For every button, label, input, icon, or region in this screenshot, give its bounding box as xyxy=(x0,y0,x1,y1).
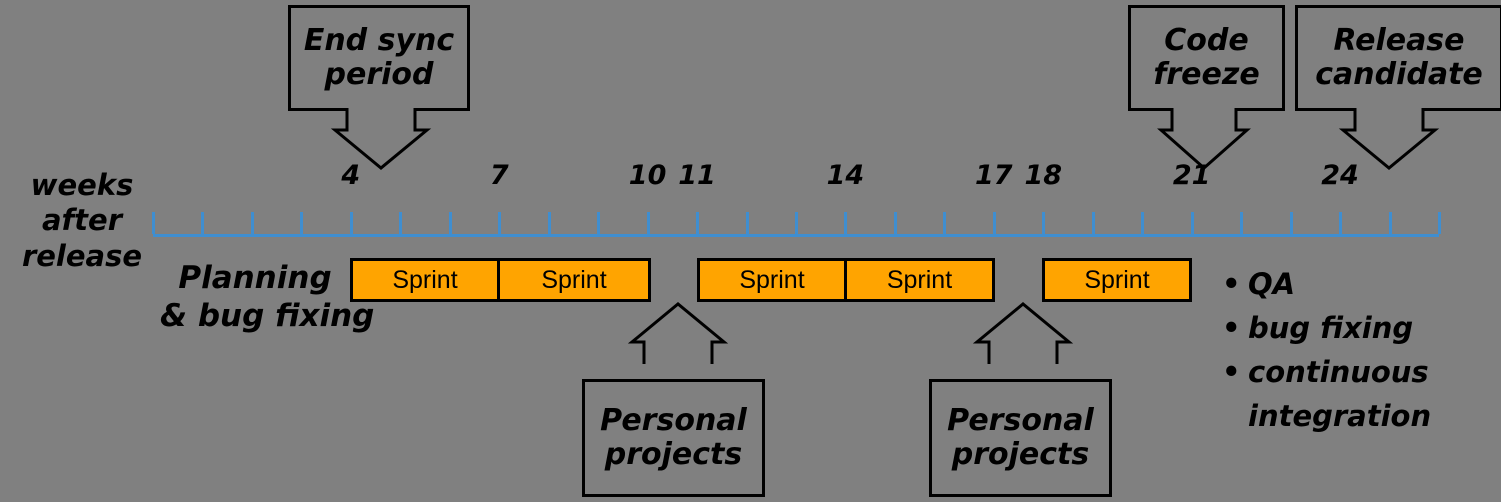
axis-tick xyxy=(201,212,205,234)
axis-week-label: 14 xyxy=(826,160,865,191)
list-item-label: QA xyxy=(1248,267,1296,301)
list-item: • bug fixing xyxy=(1222,306,1492,350)
axis-week-label: 24 xyxy=(1321,160,1359,191)
timeline-axis-line xyxy=(153,234,1439,237)
planning-label: Planning & bug fixing xyxy=(160,260,375,336)
axis-tick xyxy=(794,212,798,234)
down-arrow-release-candidate xyxy=(1338,108,1440,170)
down-arrow-end-sync-period xyxy=(330,108,432,170)
axis-tick xyxy=(349,212,353,234)
sprint-group-1: Sprint Sprint xyxy=(350,258,651,302)
sprint-box[interactable]: Sprint xyxy=(844,258,995,302)
axis-tick xyxy=(696,212,700,234)
callout-line: projects xyxy=(604,437,743,472)
callout-line: Personal xyxy=(600,403,747,439)
callout-line: projects xyxy=(951,437,1090,472)
sprint-box[interactable]: Sprint xyxy=(697,258,847,302)
callout-line: candidate xyxy=(1315,57,1483,92)
axis-tick xyxy=(399,212,403,234)
axis-tick xyxy=(1437,212,1441,234)
callout-personal-projects-2[interactable]: Personal projects xyxy=(929,379,1112,497)
sprint-group-2: Sprint Sprint xyxy=(697,258,995,302)
up-arrow-personal-projects-1 xyxy=(627,302,729,364)
axis-tick xyxy=(547,212,551,234)
list-item-label: continuous integ­ration xyxy=(1248,355,1432,434)
axis-tick xyxy=(745,212,749,234)
axis-side-label-line: release xyxy=(21,238,143,273)
axis-tick xyxy=(597,212,601,234)
axis-side-label: weeks after release xyxy=(18,168,146,274)
axis-tick xyxy=(448,212,452,234)
axis-week-label: 4 xyxy=(341,160,361,191)
sprint-box[interactable]: Sprint xyxy=(1042,258,1192,302)
bullet-icon: • xyxy=(1222,355,1241,390)
axis-tick xyxy=(893,212,897,234)
callout-line: period xyxy=(324,57,434,92)
bullet-icon: • xyxy=(1222,267,1241,301)
up-arrow-personal-projects-2 xyxy=(972,302,1074,364)
axis-tick xyxy=(844,212,848,234)
axis-tick xyxy=(498,212,502,234)
planning-line: Planning xyxy=(178,260,332,296)
callout-line: End sync xyxy=(303,23,455,59)
callout-line: Personal xyxy=(947,403,1094,439)
sprint-box[interactable]: Sprint xyxy=(350,258,500,302)
axis-tick xyxy=(1141,212,1145,234)
axis-tick xyxy=(1339,212,1343,234)
callout-line: freeze xyxy=(1153,57,1260,92)
axis-tick xyxy=(992,212,996,234)
list-item: • QA xyxy=(1222,262,1492,306)
axis-tick xyxy=(646,212,650,234)
sprint-group-3: Sprint xyxy=(1042,258,1192,302)
axis-tick xyxy=(1091,212,1095,234)
callout-personal-projects-1[interactable]: Personal projects xyxy=(582,379,765,497)
down-arrow-code-freeze xyxy=(1157,108,1251,171)
axis-week-label: 18 xyxy=(1024,160,1063,191)
sprint-box[interactable]: Sprint xyxy=(497,258,651,302)
axis-tick xyxy=(943,212,947,234)
callout-line: Release xyxy=(1333,23,1465,59)
axis-tick xyxy=(1388,212,1392,234)
axis-tick xyxy=(152,212,155,234)
axis-tick xyxy=(1240,212,1244,234)
axis-tick xyxy=(300,212,304,234)
callout-code-freeze[interactable]: Code freeze xyxy=(1128,5,1285,111)
axis-week-label: 21 xyxy=(1172,160,1211,191)
axis-tick xyxy=(1190,212,1194,234)
callout-release-candidate[interactable]: Release candidate xyxy=(1295,5,1501,111)
axis-tick xyxy=(250,212,254,234)
axis-side-label-line: weeks xyxy=(30,168,134,202)
bullet-icon: • xyxy=(1222,311,1241,346)
callout-end-sync-period[interactable]: End sync period xyxy=(288,5,470,111)
axis-week-label: 7 xyxy=(489,160,509,191)
axis-week-label: 17 xyxy=(975,160,1013,191)
axis-week-label: 10 xyxy=(628,160,667,191)
axis-tick xyxy=(1289,212,1293,234)
planning-line: & bug fixing xyxy=(160,297,375,334)
callout-line: Code xyxy=(1164,23,1249,59)
axis-side-label-line: after xyxy=(41,203,123,238)
list-item-label: bug fixing xyxy=(1248,311,1414,346)
axis-tick xyxy=(1042,212,1046,234)
activities-bullet-list: • QA • bug fixing • continuous integ­rat… xyxy=(1222,262,1492,438)
axis-week-label: 11 xyxy=(678,160,716,191)
list-item: • continuous integ­ration xyxy=(1222,350,1492,438)
